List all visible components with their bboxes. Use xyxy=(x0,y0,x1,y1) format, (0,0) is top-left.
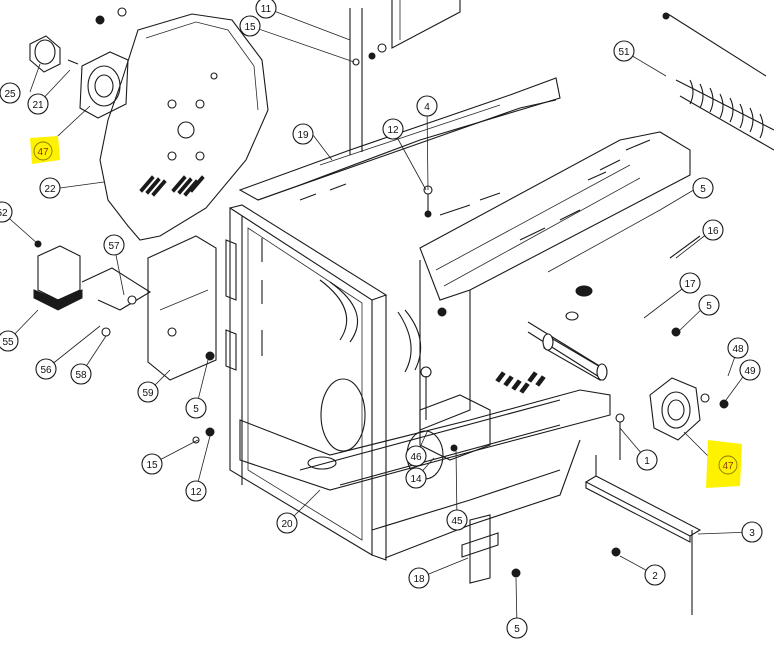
svg-text:5: 5 xyxy=(706,301,712,312)
svg-text:17: 17 xyxy=(684,279,696,290)
svg-text:1: 1 xyxy=(644,456,650,467)
callout-11: 11 xyxy=(255,0,277,19)
callout-48: 48 xyxy=(727,337,749,359)
svg-text:14: 14 xyxy=(410,474,422,485)
callout-47-left: 47 xyxy=(33,141,53,161)
svg-text:59: 59 xyxy=(142,388,154,399)
svg-text:5: 5 xyxy=(514,624,520,635)
callout-52: 52 xyxy=(0,201,13,223)
callout-5-upper: 5 xyxy=(692,177,714,199)
callout-18: 18 xyxy=(408,567,430,589)
svg-text:47: 47 xyxy=(37,147,49,158)
callout-20: 20 xyxy=(276,512,298,534)
svg-text:55: 55 xyxy=(2,337,14,348)
svg-text:5: 5 xyxy=(700,184,706,195)
callout-56: 56 xyxy=(35,358,57,380)
callout-45: 45 xyxy=(446,509,468,531)
coil-spring xyxy=(662,12,774,151)
callout-59: 59 xyxy=(137,381,159,403)
svg-text:57: 57 xyxy=(108,241,120,252)
callout-47-right: 47 xyxy=(718,455,738,475)
svg-text:12: 12 xyxy=(190,487,202,498)
callout-57: 57 xyxy=(103,234,125,256)
svg-text:56: 56 xyxy=(40,365,52,376)
svg-text:21: 21 xyxy=(32,100,44,111)
main-frame xyxy=(225,0,691,584)
svg-text:2: 2 xyxy=(652,571,658,582)
callout-14: 14 xyxy=(405,467,427,489)
svg-text:11: 11 xyxy=(261,4,272,15)
svg-text:20: 20 xyxy=(281,519,293,530)
callout-12-top: 12 xyxy=(382,118,404,140)
callout-1: 1 xyxy=(636,449,658,471)
flange-bearing-right xyxy=(649,377,729,441)
callout-46: 46 xyxy=(405,445,427,467)
svg-text:3: 3 xyxy=(749,528,755,539)
svg-text:49: 49 xyxy=(744,366,756,377)
callout-4: 4 xyxy=(416,95,438,117)
svg-text:46: 46 xyxy=(410,452,422,463)
callout-51: 51 xyxy=(613,40,635,62)
callout-21: 21 xyxy=(27,93,49,115)
callout-16: 16 xyxy=(702,219,724,241)
svg-text:16: 16 xyxy=(707,226,719,237)
drive-shaft-assembly xyxy=(527,285,608,381)
callout-2: 2 xyxy=(644,564,666,586)
callout-58: 58 xyxy=(70,363,92,385)
callout-3: 3 xyxy=(741,521,763,543)
callout-15-lower: 15 xyxy=(141,453,163,475)
callout-55: 55 xyxy=(0,330,19,352)
svg-text:52: 52 xyxy=(0,208,8,219)
svg-text:15: 15 xyxy=(244,22,256,33)
callout-5-bracket: 5 xyxy=(185,397,207,419)
svg-text:18: 18 xyxy=(413,574,425,585)
svg-text:47: 47 xyxy=(722,461,734,472)
callout-19: 19 xyxy=(292,123,314,145)
knob-part xyxy=(29,35,79,73)
callout-25: 25 xyxy=(0,82,21,104)
svg-text:19: 19 xyxy=(297,130,309,141)
hardware xyxy=(95,7,701,578)
svg-text:51: 51 xyxy=(618,47,630,58)
angle-bar xyxy=(584,455,702,615)
callout-5-right: 5 xyxy=(698,294,720,316)
callout-15: 15 xyxy=(239,15,261,37)
flange-bearing-left xyxy=(79,51,129,119)
svg-text:4: 4 xyxy=(424,102,430,113)
bracket-59 xyxy=(101,235,217,381)
callout-49: 49 xyxy=(739,359,761,381)
round-plate xyxy=(99,13,269,241)
callout-12-lower: 12 xyxy=(185,480,207,502)
svg-text:15: 15 xyxy=(146,460,158,471)
svg-text:12: 12 xyxy=(387,125,399,136)
svg-text:25: 25 xyxy=(4,89,16,100)
control-module xyxy=(33,240,152,311)
svg-text:58: 58 xyxy=(75,370,87,381)
callout-17: 17 xyxy=(679,272,701,294)
callout-5-bottom: 5 xyxy=(506,617,528,639)
callout-22: 22 xyxy=(39,177,61,199)
svg-text:22: 22 xyxy=(44,184,56,195)
svg-text:45: 45 xyxy=(451,516,463,527)
svg-text:5: 5 xyxy=(193,404,199,415)
svg-text:48: 48 xyxy=(732,344,744,355)
